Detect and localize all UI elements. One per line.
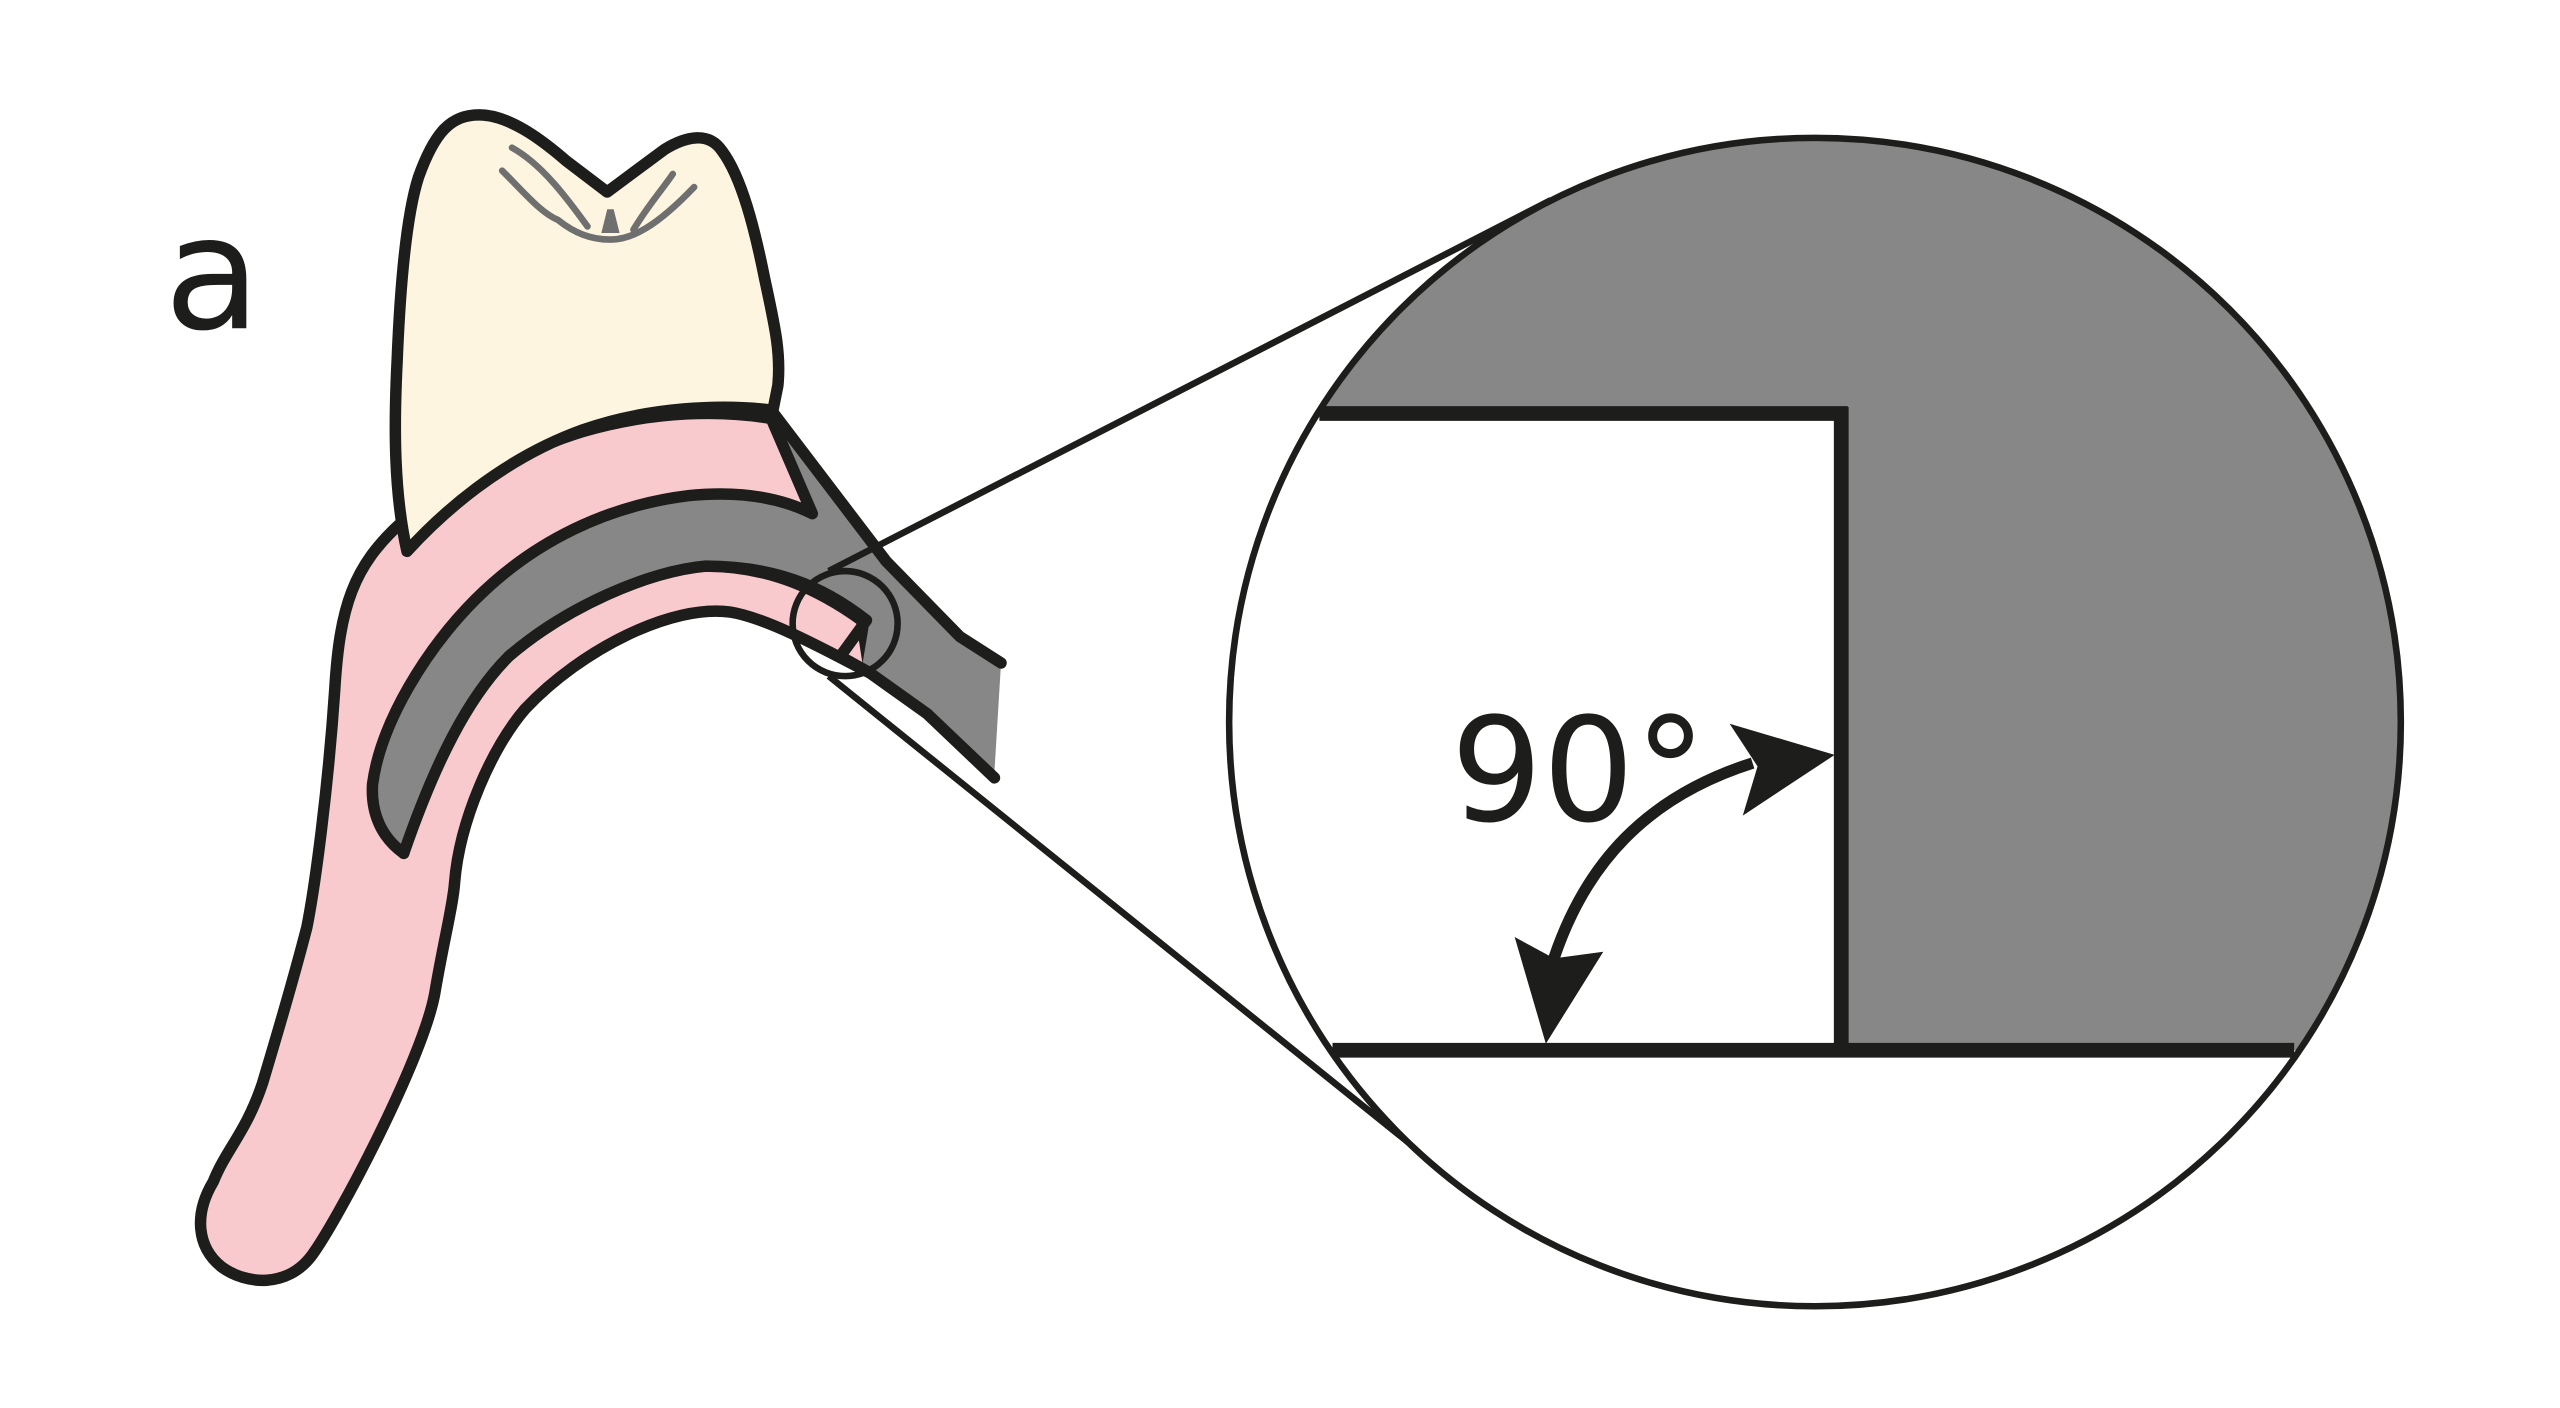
right-angle-lines [1319, 406, 2295, 1058]
instrument-outlines [366, 404, 1007, 860]
angle-arc-arrow [1514, 723, 1835, 1044]
panel-label: a [164, 183, 261, 366]
inset-circle-outline [1225, 134, 2405, 1310]
arrowhead-right-icon [1729, 723, 1835, 816]
connector-line-top [827, 197, 1553, 574]
inset-gray-material [1229, 137, 2401, 1051]
connector-line-bottom [826, 673, 1411, 1145]
magnified-inset [1229, 137, 2401, 1307]
magnified-region-marker [789, 567, 901, 680]
tooth-crown [389, 109, 785, 558]
gray-instrument [372, 418, 1002, 854]
angle-label: 90° [1451, 688, 1707, 856]
occlusal-fissures [498, 144, 698, 243]
arrowhead-down-icon [1514, 937, 1604, 1044]
